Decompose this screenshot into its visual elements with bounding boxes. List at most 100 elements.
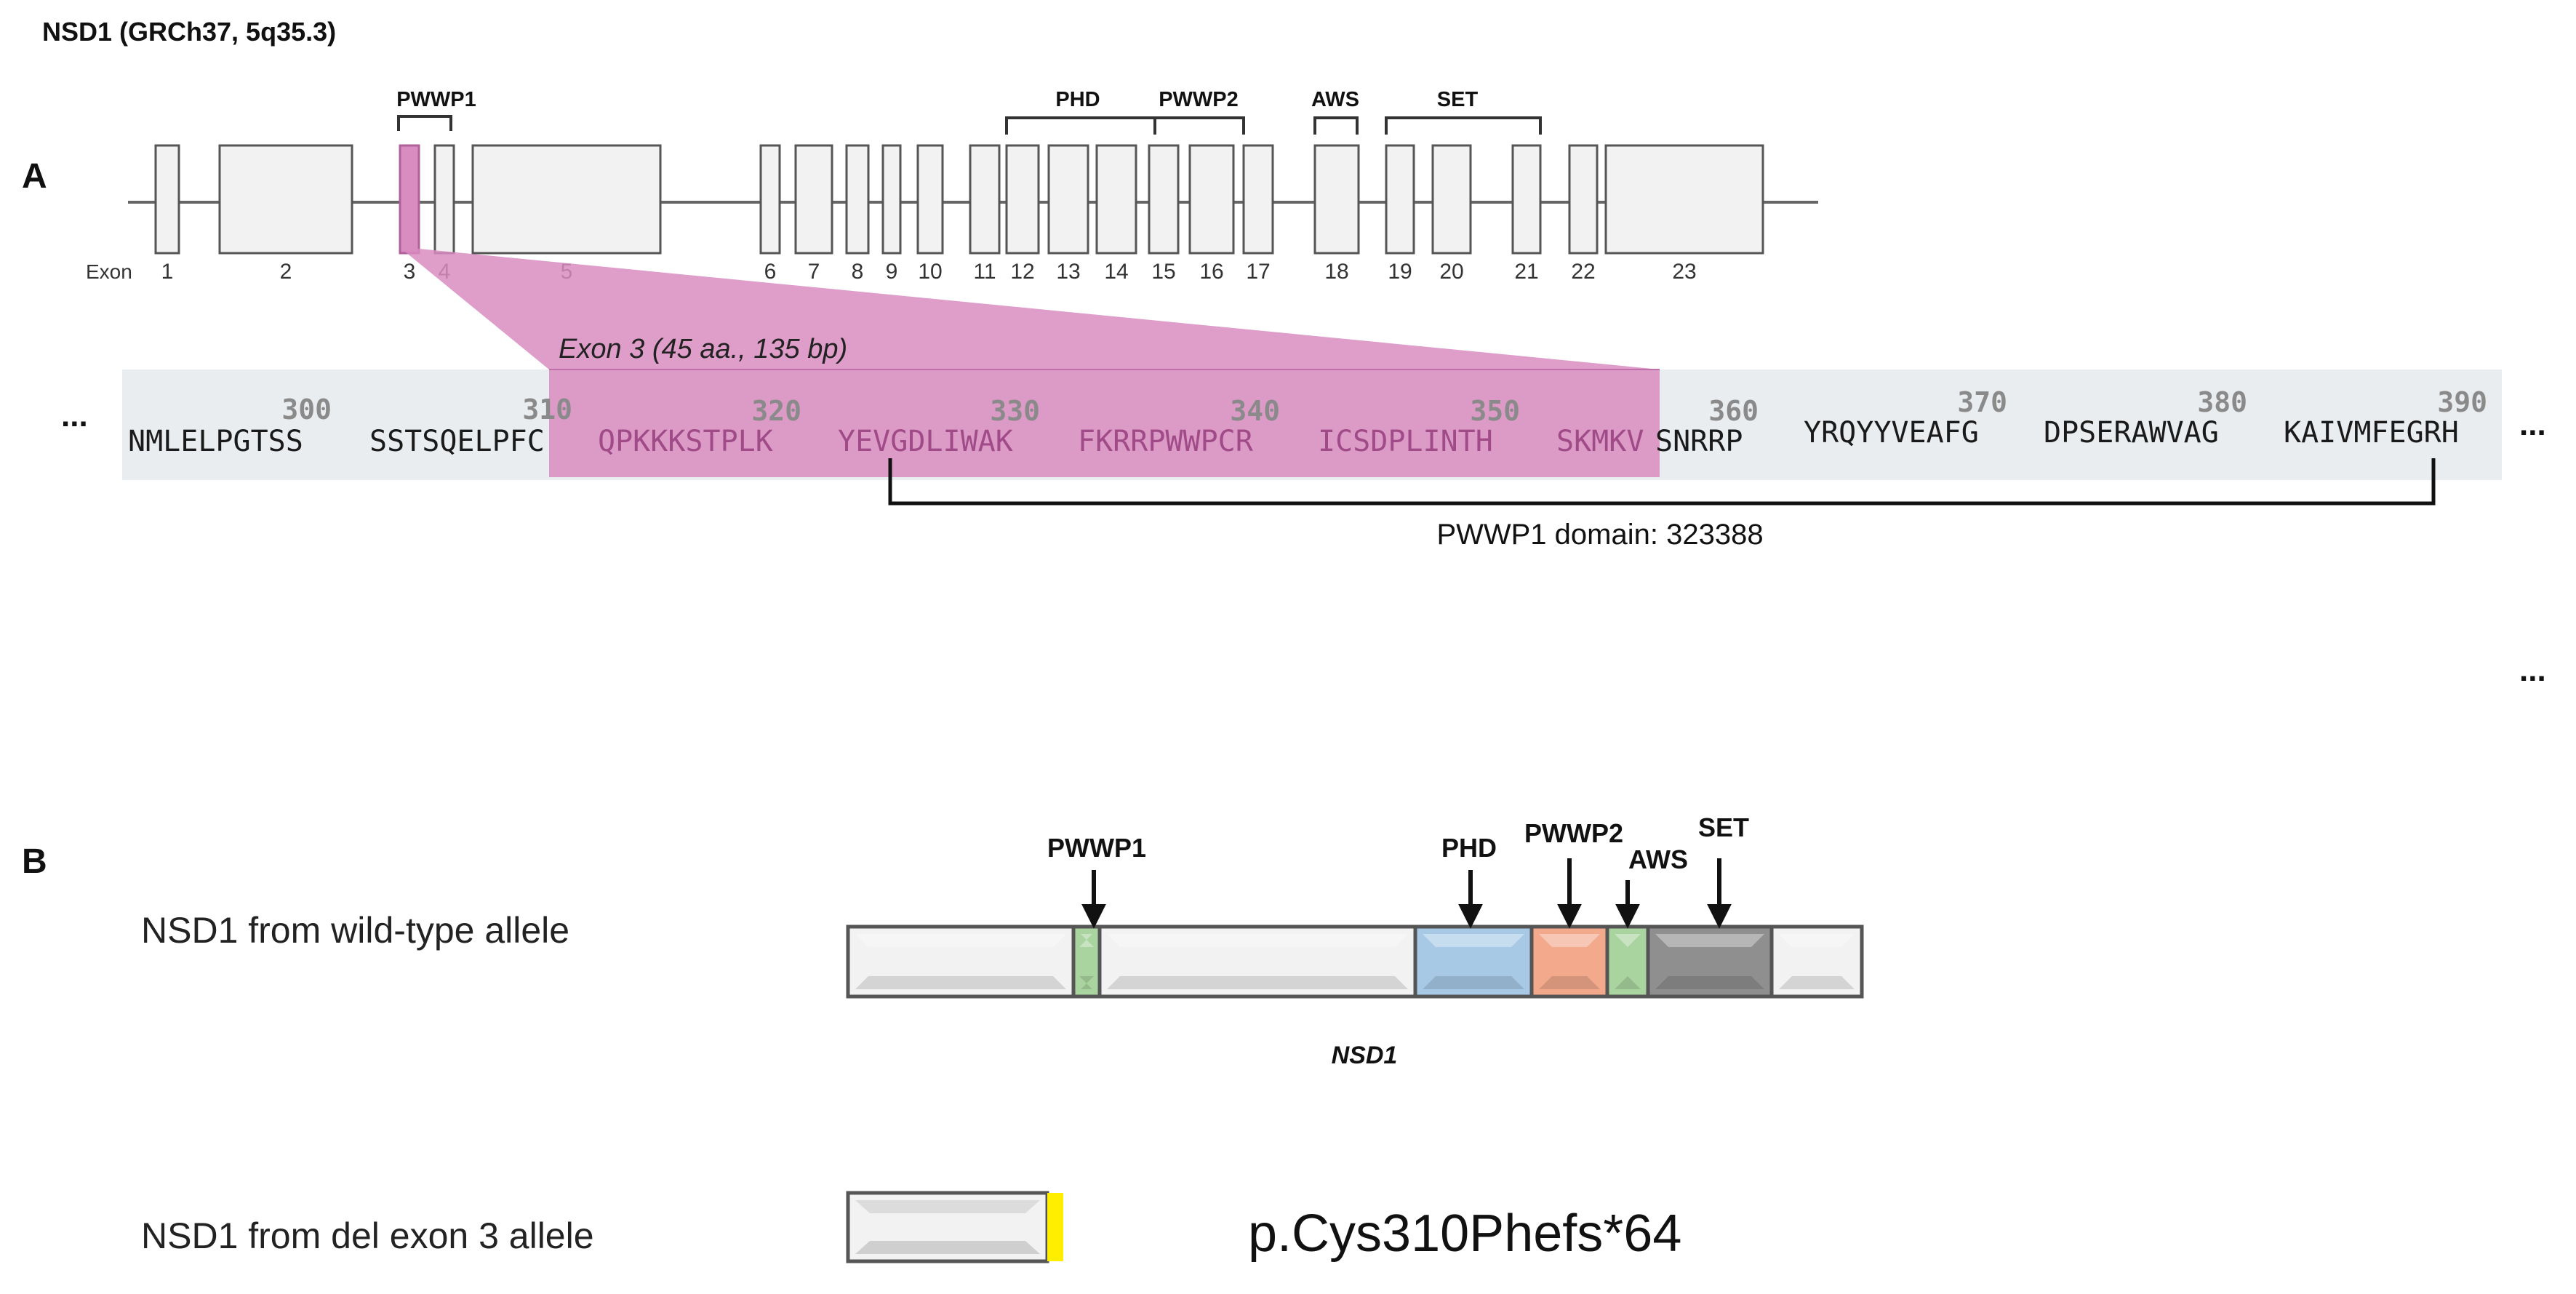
- exon-number-23: 23: [1672, 260, 1696, 284]
- exon-number-7: 7: [808, 260, 820, 284]
- bracket-phd: [1005, 116, 1156, 135]
- seq-block-6: ICSDPLINTH: [1318, 425, 1493, 458]
- exon-box-11: [969, 144, 1001, 255]
- bracket-label-aws: AWS: [1311, 88, 1359, 111]
- protein-label: NSD1: [1332, 1042, 1398, 1069]
- exon-box-9: [881, 144, 902, 255]
- exon-box-13: [1047, 144, 1089, 255]
- bracket-label-phd: PHD: [1055, 88, 1100, 111]
- exon-box-22: [1568, 144, 1599, 255]
- ellipsis-right: ...: [2519, 407, 2546, 442]
- seq-block-11: KAIVMFEGRH: [2284, 416, 2459, 450]
- exon-number-22: 22: [1571, 260, 1595, 284]
- exon-number-8: 8: [852, 260, 864, 284]
- exon-box-15: [1148, 144, 1180, 255]
- arrow-label-aws: AWS: [1628, 844, 1688, 874]
- exon-box-7: [794, 144, 833, 255]
- panel-b-label: B: [22, 842, 47, 881]
- exon-number-2: 2: [280, 260, 292, 284]
- protein-seg-n-term: [846, 924, 1076, 999]
- arrow-pwwp2-head: [1557, 904, 1582, 929]
- exon-box-12: [1005, 144, 1040, 255]
- protein-seg-set: [1646, 924, 1774, 999]
- exon-box-6: [759, 144, 781, 255]
- protein-bar: [846, 924, 1864, 999]
- truncated-bar-bevel: [855, 1200, 1040, 1213]
- exon-box-10: [916, 144, 944, 255]
- arrow-label-phd: PHD: [1441, 833, 1497, 863]
- wildtype-label: NSD1 from wild-type allele: [141, 910, 569, 951]
- pwwp1-domain-bracket: [888, 458, 2436, 506]
- seq-block-1: NMLELPGTSS: [128, 425, 303, 458]
- exon-box-16: [1188, 144, 1235, 255]
- exon-box-5: [471, 144, 662, 255]
- arrow-phd-head: [1458, 904, 1483, 929]
- exon-box-1: [154, 144, 180, 255]
- protein-seg-c-term: [1769, 924, 1864, 999]
- exon-box-20: [1431, 144, 1472, 255]
- domain-arrows: [1081, 858, 1732, 929]
- exon-number-21: 21: [1514, 260, 1538, 284]
- exon-layer: 1234567891011121314151617181920212223: [154, 144, 1764, 284]
- position-330: 330: [990, 395, 1040, 427]
- exon-box-17: [1242, 144, 1274, 255]
- ellipsis-far-right: ...: [2519, 652, 2546, 688]
- exon-number-18: 18: [1324, 260, 1348, 284]
- exon-number-19: 19: [1388, 260, 1412, 284]
- position-380: 380: [2197, 386, 2247, 418]
- frameshift-tail: [1047, 1193, 1063, 1261]
- exon-box-8: [845, 144, 870, 255]
- exon-number-14: 14: [1104, 260, 1128, 284]
- bracket-label-pwwp1: PWWP1: [396, 88, 476, 111]
- position-370: 370: [1957, 386, 2007, 418]
- protein-seg-middle: [1097, 924, 1417, 999]
- domain-brackets: [397, 115, 1542, 135]
- exon-number-1: 1: [161, 260, 174, 284]
- seq-block-10: DPSERAWVAG: [2044, 416, 2219, 450]
- arrow-label-set: SET: [1698, 812, 1749, 842]
- arrow-pwwp1-head: [1081, 904, 1106, 929]
- protein-seg-phd: [1413, 924, 1534, 999]
- exon-box-18: [1313, 144, 1360, 255]
- panel-a-label: A: [22, 157, 47, 196]
- exon-number-10: 10: [918, 260, 942, 284]
- seq-block-3: QPKKKSTPLK: [598, 425, 773, 458]
- position-350: 350: [1470, 395, 1520, 427]
- position-360: 360: [1708, 395, 1759, 427]
- exon-box-2: [218, 144, 353, 255]
- seq-block-8: SNRRP: [1655, 425, 1743, 458]
- bracket-label-set: SET: [1437, 88, 1479, 111]
- exon-number-13: 13: [1056, 260, 1080, 284]
- bracket-aws: [1313, 116, 1359, 135]
- position-390: 390: [2437, 386, 2487, 418]
- protein-seg-pwwp1: [1071, 924, 1102, 999]
- seq-block-2: SSTSQELPFC: [369, 425, 545, 458]
- exon-number-6: 6: [764, 260, 777, 284]
- protein-seg-pwwp2: [1529, 924, 1609, 999]
- bracket-pwwp1: [397, 115, 452, 131]
- exon-box-14: [1095, 144, 1137, 255]
- exon-number-12: 12: [1010, 260, 1034, 284]
- arrow-aws-head: [1615, 904, 1640, 929]
- position-300: 300: [281, 394, 332, 426]
- bracket-set: [1385, 116, 1542, 135]
- position-340: 340: [1230, 395, 1280, 427]
- exon3-caption: Exon 3 (45 aa., 135 bp): [559, 334, 847, 364]
- exon-prefix: Exon: [86, 260, 132, 283]
- bracket-pwwp2: [1153, 116, 1245, 135]
- bracket-label-pwwp2: PWWP2: [1159, 88, 1239, 111]
- exon-number-17: 17: [1246, 260, 1270, 284]
- position-320: 320: [751, 395, 801, 427]
- exon-box-19: [1385, 144, 1415, 255]
- exon-number-11: 11: [973, 260, 996, 284]
- deletion-label: NSD1 from del exon 3 allele: [141, 1215, 594, 1256]
- truncated-bar-bevel-bottom: [855, 1241, 1040, 1254]
- seq-block-5: FKRRPWWPCR: [1078, 425, 1254, 458]
- exon-box-21: [1511, 144, 1542, 255]
- exon-box-23: [1604, 144, 1764, 255]
- pwwp1-domain-caption: PWWP1 domain: 323388: [1436, 519, 1763, 551]
- exon3-zoom-trapezoid: [401, 249, 1660, 370]
- position-310: 310: [522, 394, 572, 426]
- exon-number-15: 15: [1151, 260, 1175, 284]
